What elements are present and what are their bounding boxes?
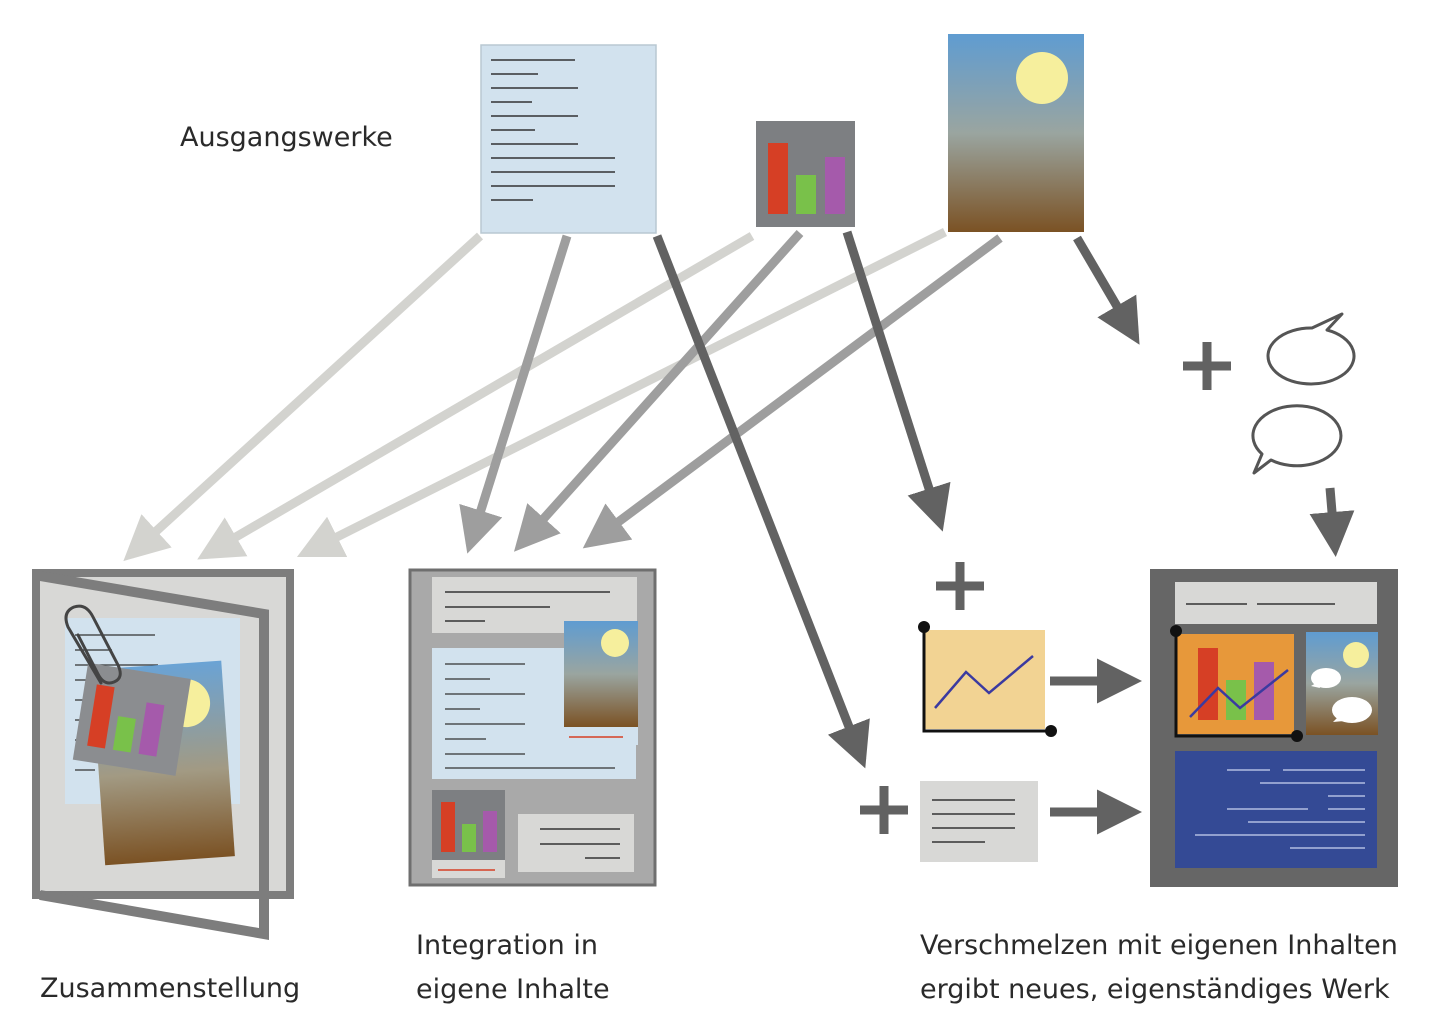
arrows: [123, 227, 1355, 835]
plus-icon: [1183, 342, 1231, 390]
arrow-text-to-integration: [459, 234, 572, 554]
integration-document: [408, 568, 657, 887]
compilation-folder: [32, 569, 294, 940]
label-integration-line-1: Integration in: [416, 930, 598, 961]
label-integration: Integration in eigene Inhalte: [416, 924, 610, 1012]
new-work-document: [1150, 569, 1398, 887]
arrow-chart-to-compilation: [197, 232, 755, 560]
arrow-comments-to-work: [1309, 487, 1355, 557]
speech-bubble-icon: [1251, 312, 1356, 475]
label-compilation: Zusammenstellung: [40, 973, 301, 1004]
arrow-picture-to-compilation: [296, 227, 948, 558]
text-document-icon: [491, 59, 615, 201]
arrow-picture-to-comments: [1073, 235, 1140, 345]
bar-chart-icon: [768, 143, 845, 214]
arrow-picture-to-integration: [582, 234, 1003, 549]
label-merge-line-2: ergibt neues, eigenständiges Werk: [920, 974, 1390, 1005]
sun-icon: [1016, 52, 1068, 104]
source-landscape-picture: [948, 34, 1084, 232]
plus-icon: [936, 562, 984, 610]
source-bar-chart: [756, 121, 855, 227]
added-text-box: [920, 781, 1038, 862]
arrow-text-to-merge: [652, 234, 870, 769]
line-chart-icon: [918, 621, 1057, 737]
label-merge-line-1: Verschmelzen mit eigenen Inhalten: [920, 930, 1398, 961]
paperclip-icon: [64, 604, 122, 685]
arrow-chart-to-integration: [513, 229, 804, 552]
label-source-works: Ausgangswerke: [180, 122, 393, 153]
source-text-document: [480, 44, 657, 234]
arrow-chart-to-merge: [842, 230, 951, 532]
plus-icon: [860, 786, 908, 834]
label-integration-line-2: eigene Inhalte: [416, 974, 610, 1005]
label-merge: Verschmelzen mit eigenen Inhalten ergibt…: [920, 924, 1398, 1012]
arrow-text-to-compilation: [123, 232, 484, 562]
